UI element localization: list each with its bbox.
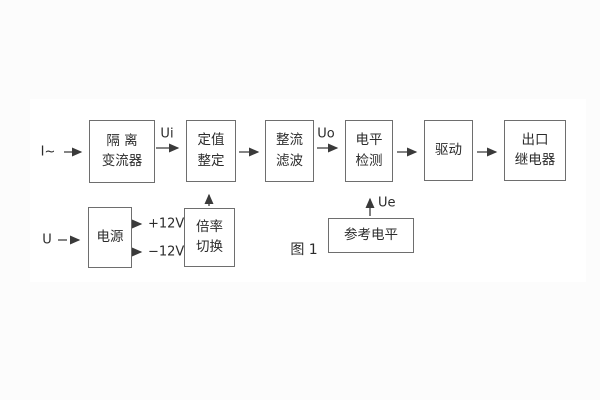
block-rectify-filter: 整流 滤波 xyxy=(265,120,314,182)
signal-label-input-current: I~ xyxy=(40,144,56,160)
block-label-line: 参考电平 xyxy=(344,226,398,243)
signal-label-plus12v: +12V xyxy=(148,216,185,232)
block-label-line: 电源 xyxy=(96,228,124,245)
signal-label-ui: Ui xyxy=(160,126,174,142)
block-label-line: 整流 xyxy=(276,132,303,148)
signal-label-input-voltage: U xyxy=(42,232,52,248)
block-label-line: 驱动 xyxy=(435,141,462,158)
block-label-line: 继电器 xyxy=(514,152,556,168)
block-level-detect: 电平 检测 xyxy=(345,120,393,182)
block-label-line: 变流器 xyxy=(101,153,143,169)
signal-label-minus12v: −12V xyxy=(148,244,185,260)
signal-label-uo: Uo xyxy=(317,126,335,142)
block-ratio-switch: 倍率 切换 xyxy=(184,208,235,267)
block-label-line: 定值 xyxy=(197,132,225,148)
block-label-line: 出口 xyxy=(521,131,549,148)
block-label-line: 倍率 xyxy=(196,218,223,235)
block-label-line: 滤波 xyxy=(276,152,303,169)
block-driver: 驱动 xyxy=(424,120,473,181)
block-isolation-transformer: 隔 离 变流器 xyxy=(89,120,155,183)
block-label-line: 检测 xyxy=(355,152,383,169)
block-output-relay: 出口 继电器 xyxy=(504,120,566,181)
block-label-line: 隔 离 xyxy=(106,132,138,149)
block-label-line: 整定 xyxy=(197,152,225,169)
figure-caption: 图 1 xyxy=(290,242,318,258)
block-power-supply: 电源 xyxy=(88,207,132,268)
block-label-line: 电平 xyxy=(355,132,383,148)
block-reference-level: 参考电平 xyxy=(328,218,414,253)
block-setting-adjust: 定值 整定 xyxy=(186,120,236,182)
block-label-line: 切换 xyxy=(196,239,223,255)
signal-label-ue: Ue xyxy=(378,195,396,211)
